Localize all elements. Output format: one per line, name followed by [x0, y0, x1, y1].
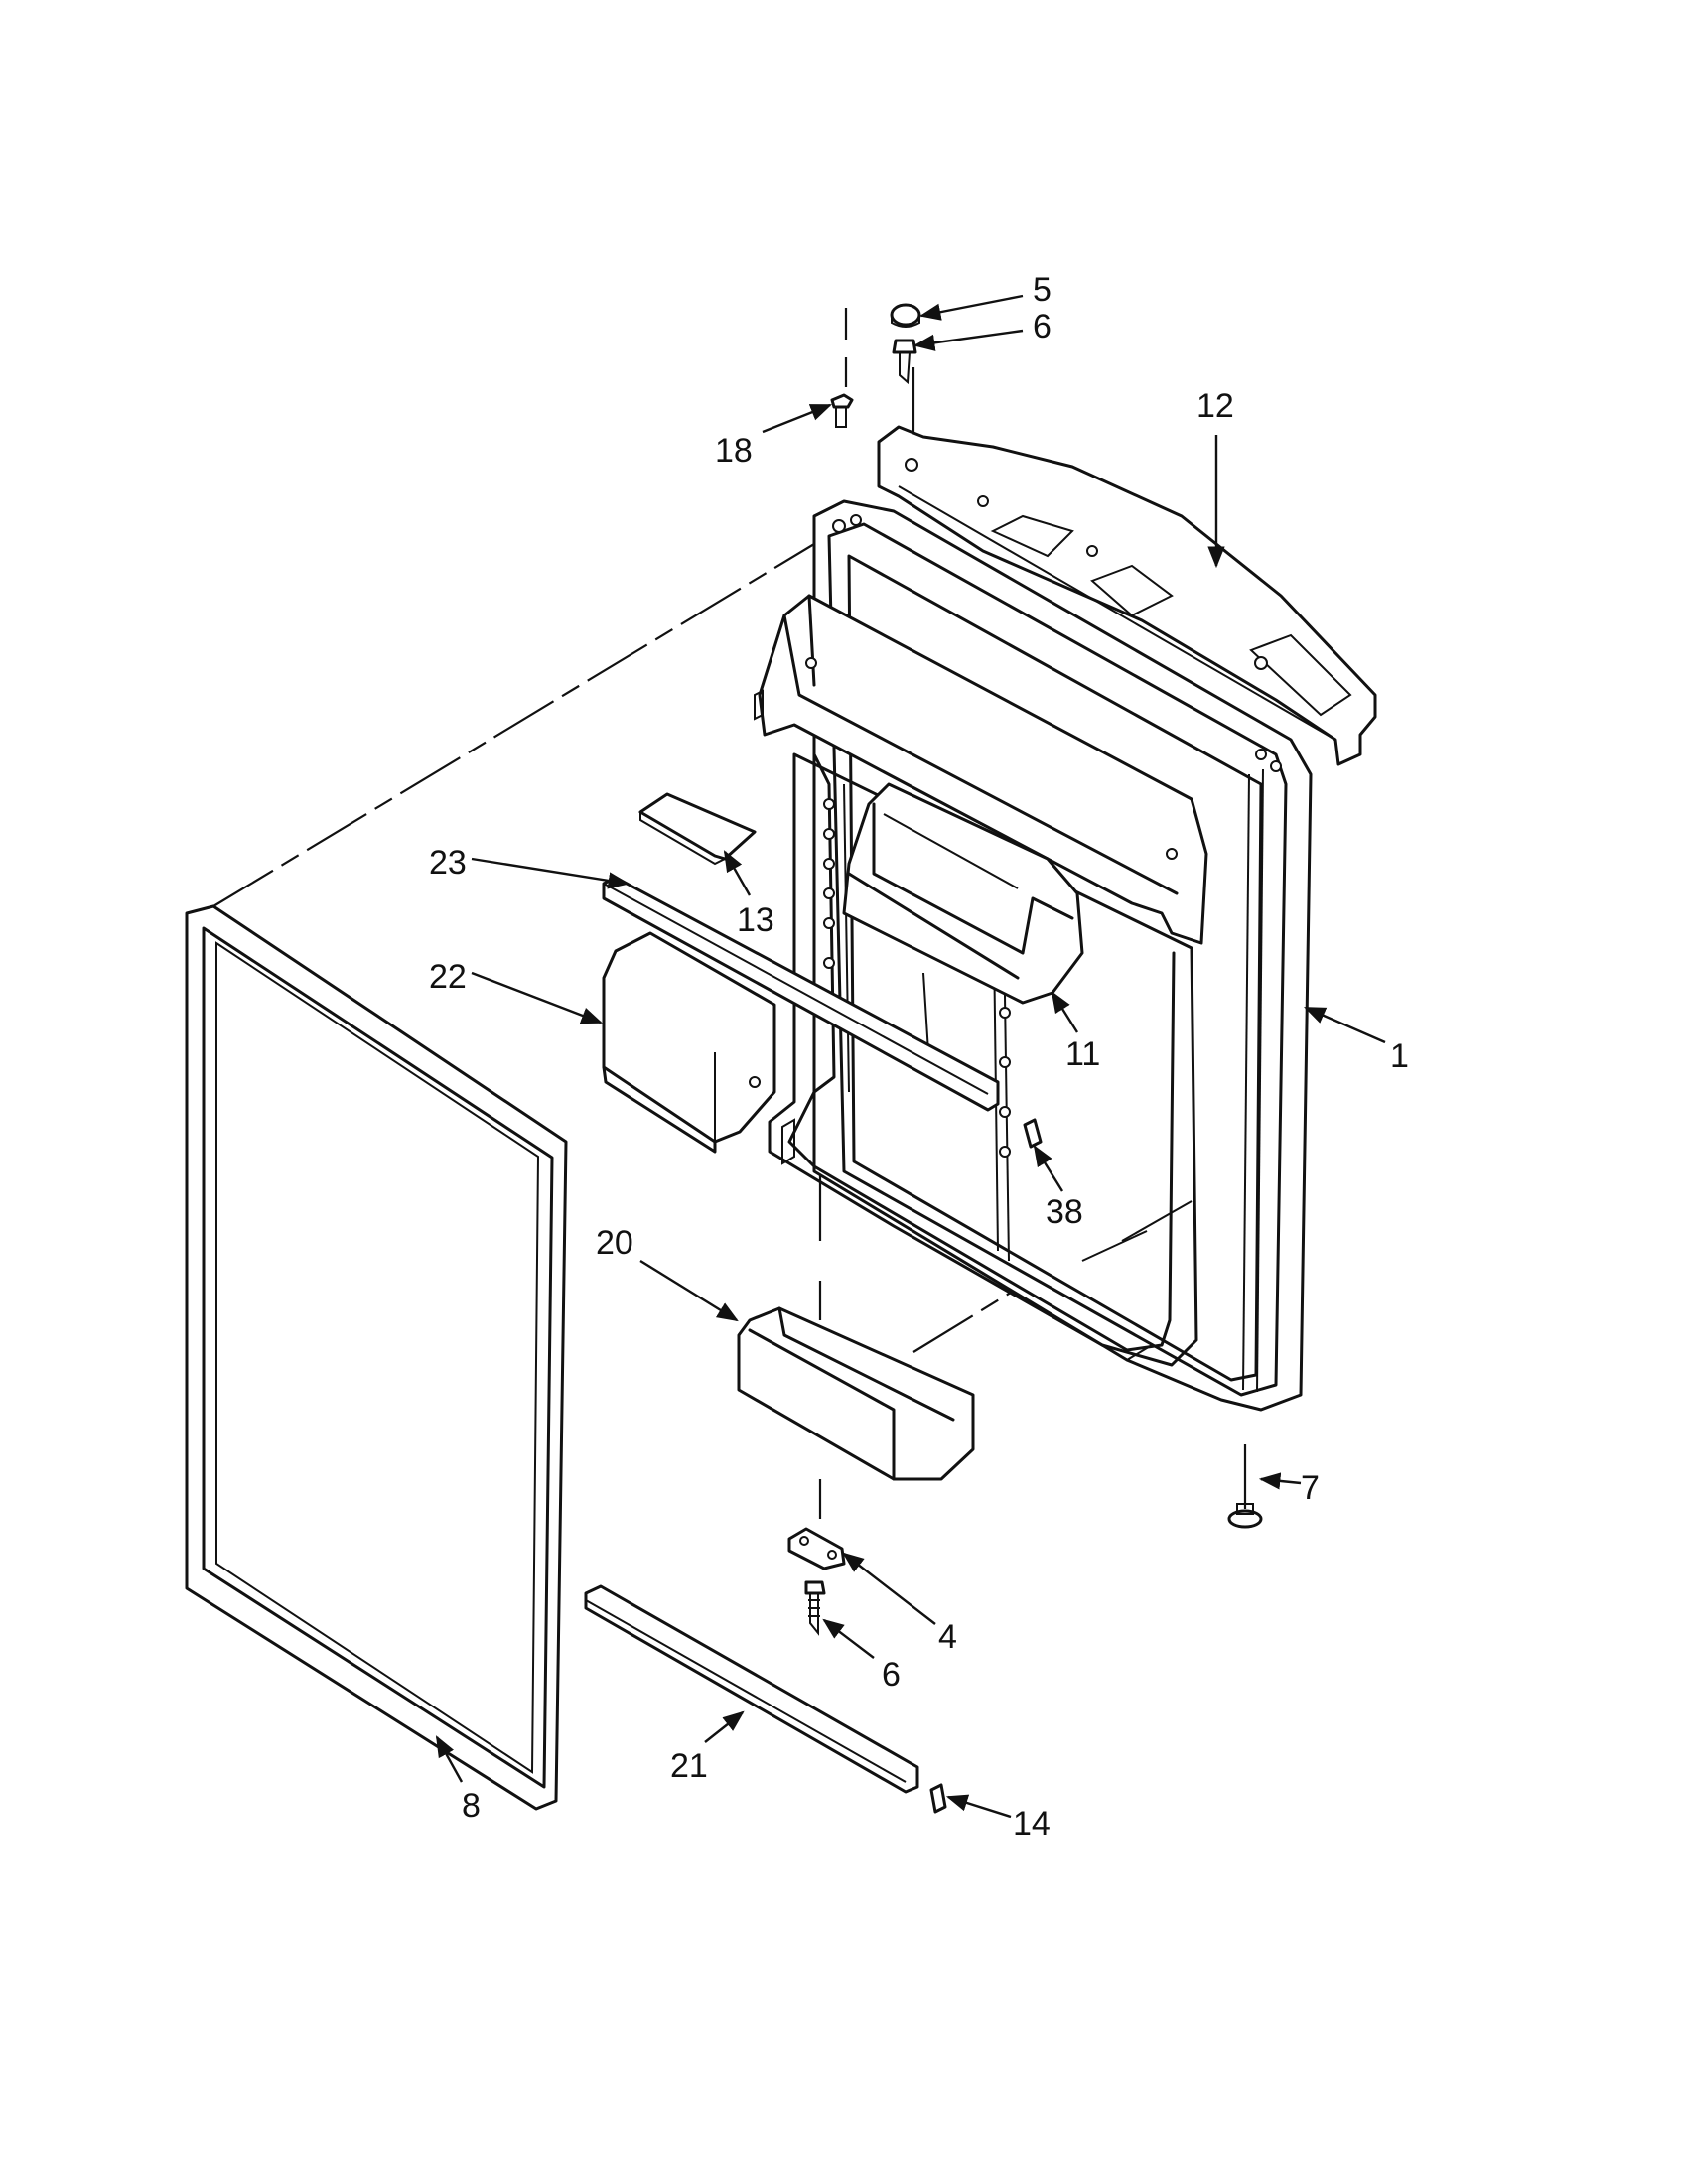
door-gasket-part	[185, 904, 568, 1811]
callout-13: 13	[737, 901, 774, 939]
cap-plug-part	[890, 303, 921, 328]
callout-21: 21	[670, 1747, 708, 1785]
end-cap-part	[929, 1783, 947, 1814]
screw-lower-part	[804, 1580, 826, 1636]
callout-7: 7	[1301, 1469, 1320, 1507]
callout-11: 11	[1065, 1035, 1100, 1073]
top-cap-part	[877, 425, 1377, 766]
bottom-trim-part	[584, 1584, 919, 1794]
callout-22: 22	[429, 958, 467, 996]
clip-part	[1023, 1118, 1043, 1149]
screw-upper-part	[892, 339, 917, 385]
callout-18: 18	[715, 432, 753, 470]
callout-1: 1	[1390, 1037, 1409, 1075]
foot-part	[1227, 1503, 1263, 1529]
small-insert-part	[638, 792, 757, 866]
pin-part	[830, 393, 854, 428]
lower-door-bin	[737, 1306, 975, 1481]
callout-6-lower: 6	[882, 1656, 901, 1694]
callout-12: 12	[1196, 387, 1234, 425]
callout-23: 23	[429, 844, 467, 882]
callout-4: 4	[938, 1618, 957, 1656]
callout-5: 5	[1033, 271, 1052, 309]
callout-8: 8	[462, 1787, 481, 1825]
callout-38: 38	[1046, 1193, 1083, 1231]
callout-6-upper: 6	[1033, 308, 1052, 345]
butter-bin-part	[602, 931, 776, 1154]
dairy-bin-part	[842, 782, 1084, 1005]
upper-door-shelf	[754, 594, 1208, 945]
hinge-part	[787, 1527, 846, 1570]
callout-14: 14	[1013, 1805, 1051, 1843]
callout-leaders	[435, 294, 1386, 1819]
callout-labels: 5 6 12 18 13 23 22 11 1 38 20 7 4 6 21 8…	[429, 271, 1409, 1843]
callout-20: 20	[596, 1224, 633, 1262]
